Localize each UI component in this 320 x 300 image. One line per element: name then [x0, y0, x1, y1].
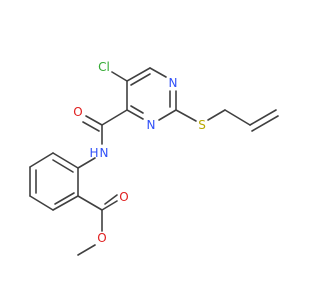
bond-c5-cl: [111, 71, 128, 82]
atom-ester-oxygen: O: [97, 231, 106, 245]
bond-carbonyl-o: [85, 115, 103, 126]
bonds: [29, 67, 279, 256]
atom-nitrogen-ring-top: N: [169, 76, 178, 90]
bond-n-ring: [77, 157, 96, 169]
bond-b2-b3: [29, 152, 54, 168]
atom-nitrogen-ring-bottom: N: [147, 118, 156, 132]
atom-amide-nitrogen: N: [100, 146, 109, 160]
bond-oalkyl-methyl: [77, 244, 96, 256]
bond-b1-b2-double: [52, 159, 74, 173]
bond-c2-n3: [158, 109, 177, 121]
atom-amide-oxygen: O: [73, 105, 82, 119]
bond-b5-b6-double: [54, 192, 75, 205]
bond-c2-s: [175, 109, 197, 122]
molecule-structure-canvas: Cl N N S O H N O O: [29, 60, 279, 256]
bond-ring-ester-c: [77, 195, 103, 211]
bond-n3-c4: [126, 109, 144, 120]
atom-amide-hydrogen: H: [89, 146, 98, 160]
bond-b1-b2: [52, 152, 79, 169]
bond-b4-b5: [29, 195, 54, 211]
bond-ch2-ch: [224, 109, 251, 126]
bond-ester-c-o: [101, 200, 118, 211]
bond-c6-n1: [149, 67, 167, 78]
atom-labels: Cl N N S O H N O O: [73, 60, 206, 245]
bond-b5-b6: [52, 195, 79, 211]
atom-sulfur: S: [198, 118, 206, 132]
bond-c5-c6-double: [130, 73, 151, 86]
atom-ester-carbonyl-oxygen: O: [119, 190, 128, 204]
bond-c4-carbonyl: [101, 109, 128, 126]
bond-ch-ch2: [249, 109, 277, 126]
molecule-structure: Cl N N S O H N O O: [29, 60, 279, 256]
bond-n3-c4-double: [130, 105, 144, 114]
bond-carbonyl-o-double: [82, 121, 100, 132]
bond-ch-ch2-double: [251, 115, 279, 132]
bond-ester-c-o-double: [104, 194, 118, 205]
atom-chlorine: Cl: [98, 60, 110, 74]
bond-c5-c6: [126, 67, 151, 82]
bond-s-ch2: [207, 109, 226, 121]
